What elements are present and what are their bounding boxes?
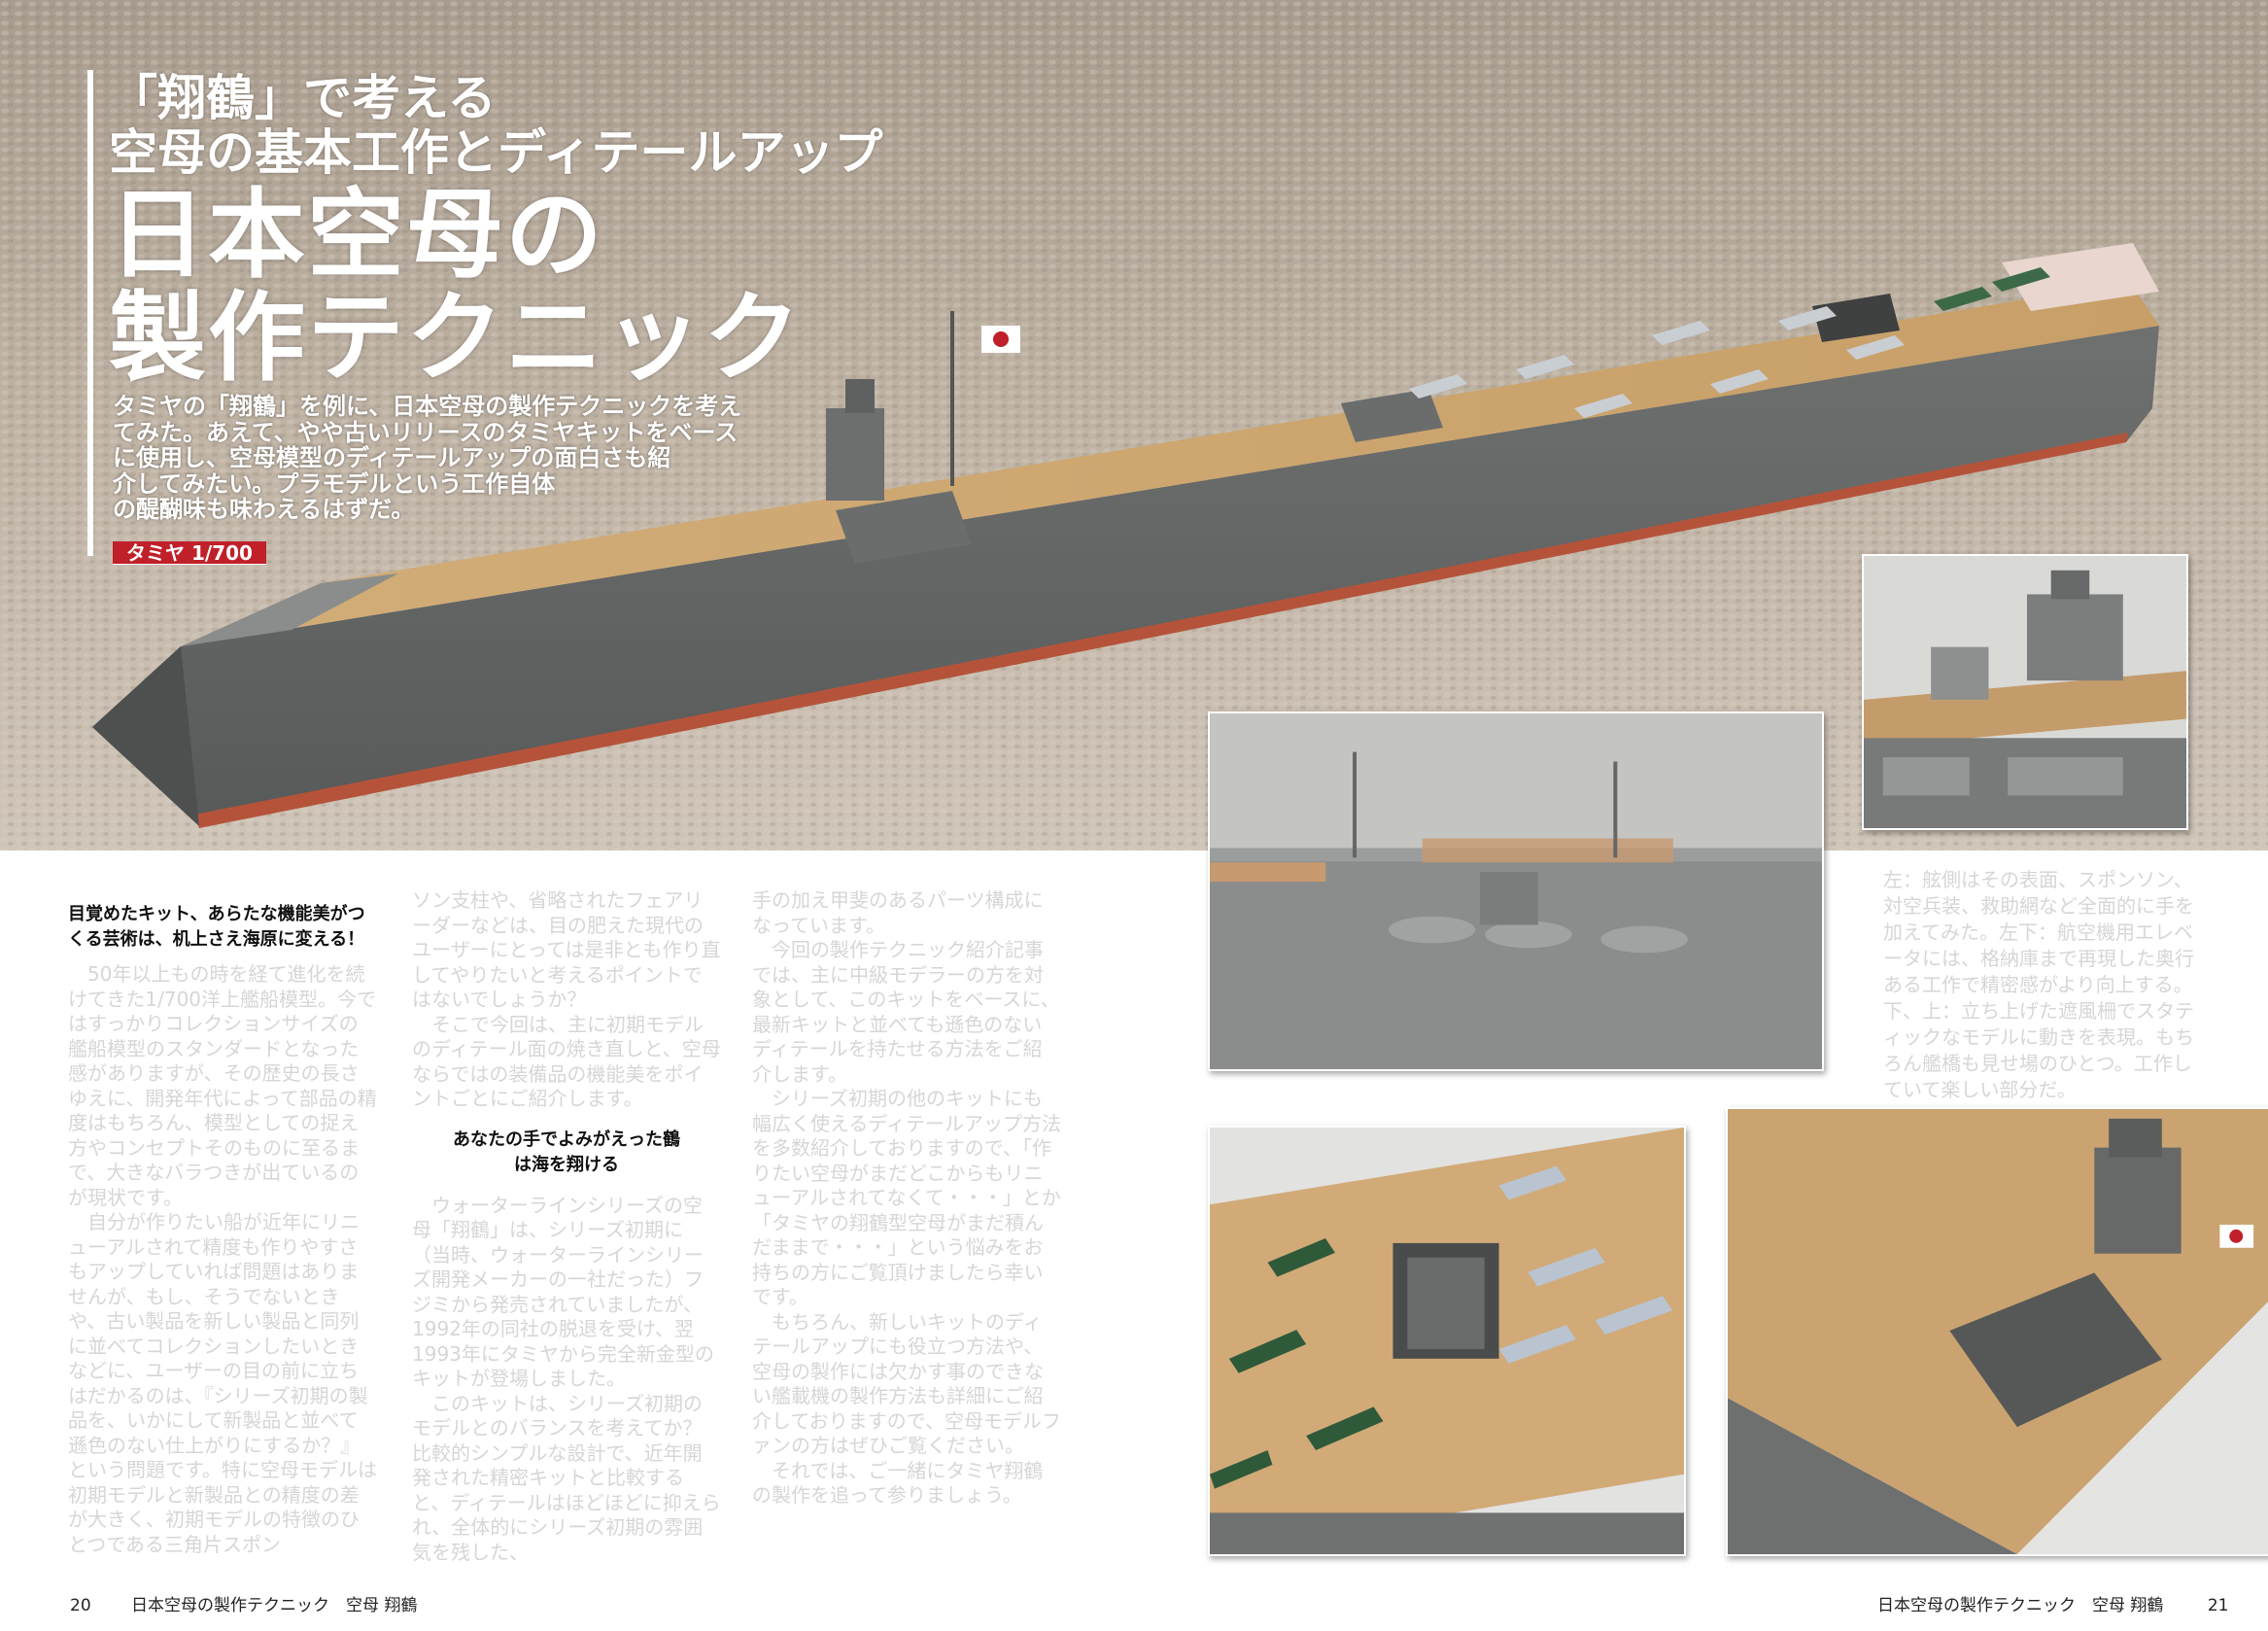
running-title-right: 日本空母の製作テクニック 空母 翔鶴 xyxy=(1877,1596,2164,1615)
paragraph: ソン支柱や、省略されたフェアリーダーなどは、目の肥えた現代のユーザーにとっては是… xyxy=(412,888,721,1011)
article-column-1: 目覚めたキット、あらたな機能美がつくる芸術は、机上さえ海原に変える！ 50年以上… xyxy=(68,902,377,1557)
paragraph: 今回の製作テクニック紹介記事では、主に中級モデラーの方を対象として、このキットを… xyxy=(752,938,1060,1086)
title-main-2: 製作テクニック xyxy=(109,281,803,395)
subheading-line-2: は海を翔ける xyxy=(514,1154,619,1175)
paragraph: ウォーターラインシリーズの空母「翔鶴」は、シリーズ初期に（当時、ウォーターライン… xyxy=(412,1193,714,1391)
paragraph: 50年以上もの時を経て進化を続けてきた1/700洋上艦船模型。今ではすっかりコレ… xyxy=(68,962,377,1209)
page-number-left: 20 xyxy=(70,1596,91,1615)
article-subheading: あなたの手でよみがえった鶴 は海を翔ける xyxy=(412,1128,721,1178)
footer-right: 日本空母の製作テクニック 空母 翔鶴 21 xyxy=(1877,1596,2228,1615)
kit-badge: タミヤ 1/700 xyxy=(113,541,266,565)
paragraph: 自分が作りたい船が近年にリニューアルされて精度も作りやすさもアップしていれば問題… xyxy=(68,1210,377,1556)
photo-caption: 左：舷側はその表面、スポンソン、対空兵装、救助網など全面的に手を加えてみた。左下… xyxy=(1883,868,2194,1101)
paragraph: このキットは、シリーズ初期のモデルとのバランスを考えてか？ 比較的シンプルな設計… xyxy=(412,1391,722,1564)
photo-hull-side xyxy=(1208,711,1824,1071)
parked-aircraft xyxy=(1409,267,2050,418)
hero-photo: 「翔鶴」で考える 空母の基本工作とディテールアップ 日本空母の 製作テクニック … xyxy=(0,0,2268,850)
island-bridge xyxy=(826,311,1020,501)
photo-deck-bridge xyxy=(1726,1107,2268,1556)
paragraph: 手の加え甲斐のあるパーツ構成になっています。 xyxy=(752,888,1044,937)
title-subline-1: 「翔鶴」で考える xyxy=(109,70,497,126)
article-heading: 目覚めたキット、あらたな機能美がつくる芸術は、机上さえ海原に変える！ xyxy=(68,904,365,950)
paragraph: それでは、ご一緒にタミヤ翔鶴の製作を追って参りましょう。 xyxy=(752,1458,1044,1508)
photo-bridge xyxy=(1862,554,2188,830)
page-number-right: 21 xyxy=(2207,1596,2229,1615)
lead-text: タミヤの「翔鶴」を例に、日本空母の製作テクニックを考え てみた。あえて、やや古い… xyxy=(113,393,742,523)
photo-elevator xyxy=(1208,1126,1686,1556)
carrier-model-photo xyxy=(0,0,2268,850)
article-column-2: ソン支柱や、省略されたフェアリーダーなどは、目の肥えた現代のユーザーにとっては是… xyxy=(412,888,721,1565)
title-accent-bar xyxy=(87,70,93,556)
ship-hull xyxy=(92,326,2159,828)
title-subline-2: 空母の基本工作とディテールアップ xyxy=(109,124,883,181)
title-main-1: 日本空母の xyxy=(109,178,604,292)
paragraph: もちろん、新しいキットのディテールアップにも役立つ方法や、空母の製作には欠かす事… xyxy=(752,1309,1061,1458)
article-column-3: 手の加え甲斐のあるパーツ構成になっています。 今回の製作テクニック紹介記事では、… xyxy=(752,888,1061,1509)
paragraph: そこで今回は、主に初期モデルのディテール面の焼き直しと、空母ならではの装備品の機… xyxy=(412,1012,721,1111)
subheading-line-1: あなたの手でよみがえった鶴 xyxy=(453,1128,680,1150)
paragraph: シリーズ初期の他のキットにも幅広く使えるディテールアップ方法を多数紹介しておりま… xyxy=(752,1087,1061,1308)
running-title-left: 日本空母の製作テクニック 空母 翔鶴 xyxy=(131,1596,418,1615)
footer-left: 20 日本空母の製作テクニック 空母 翔鶴 xyxy=(70,1596,417,1615)
flight-deck xyxy=(181,243,2159,646)
